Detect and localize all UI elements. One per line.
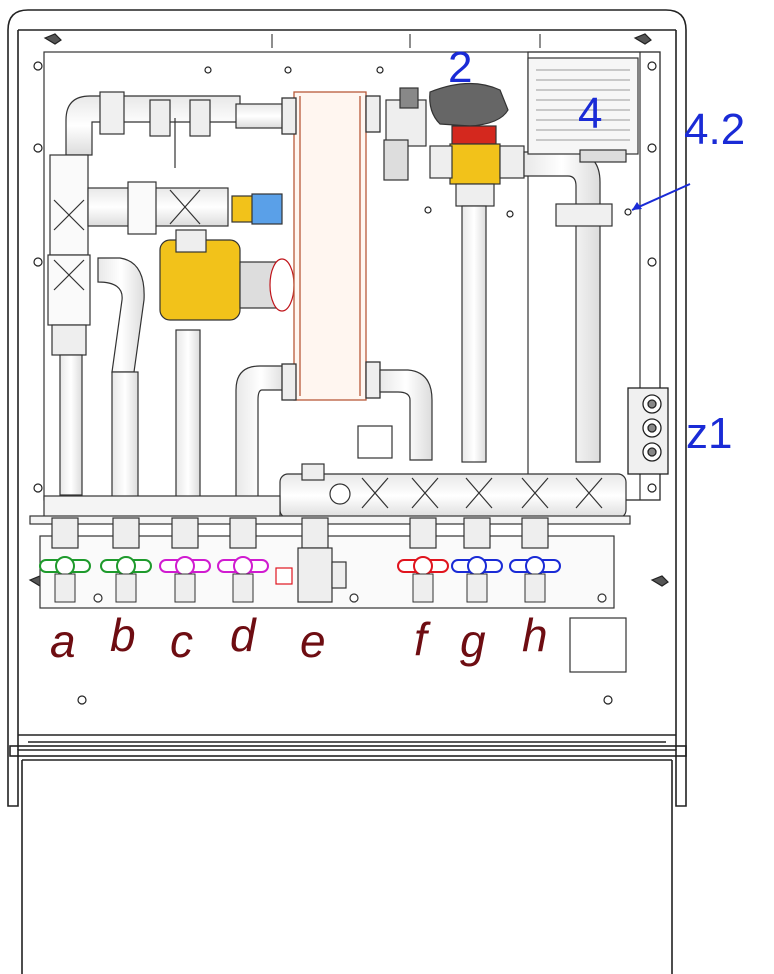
connection-label-h: h — [522, 609, 548, 661]
cabinet-housing — [7, 9, 687, 974]
connection-label-d: d — [230, 609, 256, 661]
valve-bodies — [54, 573, 546, 603]
connection-label-f: f — [414, 613, 427, 665]
ball-valve-g — [451, 556, 503, 576]
drain-valve-e — [275, 547, 347, 603]
ball-valve-d — [217, 556, 269, 576]
label-plate — [357, 425, 393, 459]
callout-4-2-label: 4.2 — [684, 105, 746, 154]
mounting-screws — [28, 33, 669, 705]
pipe-d — [235, 365, 287, 503]
connection-label-e: e — [300, 615, 326, 667]
manifold — [279, 463, 627, 519]
ball-valve-b — [100, 556, 152, 576]
ball-valve-h — [509, 556, 561, 576]
ball-valve-f — [397, 556, 449, 576]
callout-2-label: 2 — [448, 43, 473, 92]
label-plate-lower — [569, 617, 627, 673]
terminal-block-z1 — [627, 387, 669, 475]
component-4-box — [527, 57, 639, 163]
mixing-valve-actuator — [383, 82, 525, 463]
top-tabs — [271, 34, 541, 48]
ball-valve-a — [39, 556, 91, 576]
connection-label-g: g — [460, 615, 486, 667]
callout-4-label: 4 — [578, 89, 603, 138]
circulation-pump — [159, 229, 295, 503]
callout-z1-label: z1 — [686, 409, 733, 458]
pipe-f — [379, 369, 433, 461]
sensor-4-2 — [624, 183, 691, 216]
ball-valve-c — [159, 556, 211, 576]
connection-label-b: b — [110, 609, 136, 661]
pipe-mid-horizontal — [87, 181, 283, 235]
pipe-to-4 — [523, 151, 613, 463]
connection-label-a: a — [50, 615, 76, 667]
connection-label-c: c — [170, 615, 193, 667]
pipe-top-horizontal — [99, 91, 291, 168]
pipe-b — [97, 257, 145, 503]
plate-heat-exchanger — [281, 91, 381, 401]
connector-stubs — [51, 517, 549, 549]
